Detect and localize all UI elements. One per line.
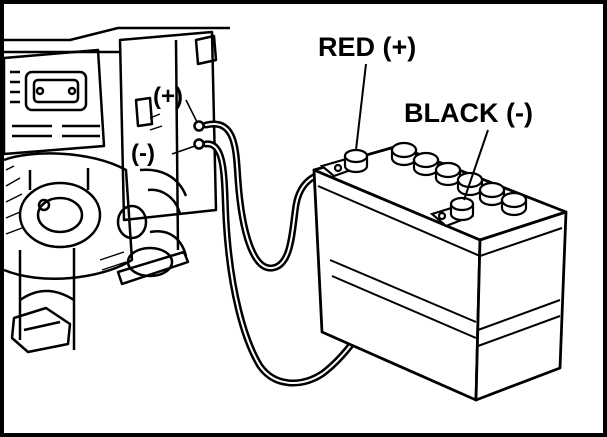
frame-foot <box>10 306 72 354</box>
red-positive-label: RED (+) <box>318 32 417 62</box>
plus-leader-line <box>185 99 198 123</box>
generator-negative-label: (-) <box>131 140 155 167</box>
battery-side <box>474 210 568 402</box>
red-leader-line <box>355 63 367 151</box>
control-panel <box>2 48 106 156</box>
black-negative-label: BLACK (-) <box>404 98 533 128</box>
battery-cell-caps <box>390 141 528 217</box>
generator-positive-label: (+) <box>153 83 183 110</box>
outlet-icon <box>24 70 88 112</box>
side-panel <box>118 30 218 222</box>
battery <box>312 144 568 402</box>
minus-leader-line <box>171 145 196 155</box>
engine-block <box>3 152 134 280</box>
black-leader-line <box>463 129 489 201</box>
